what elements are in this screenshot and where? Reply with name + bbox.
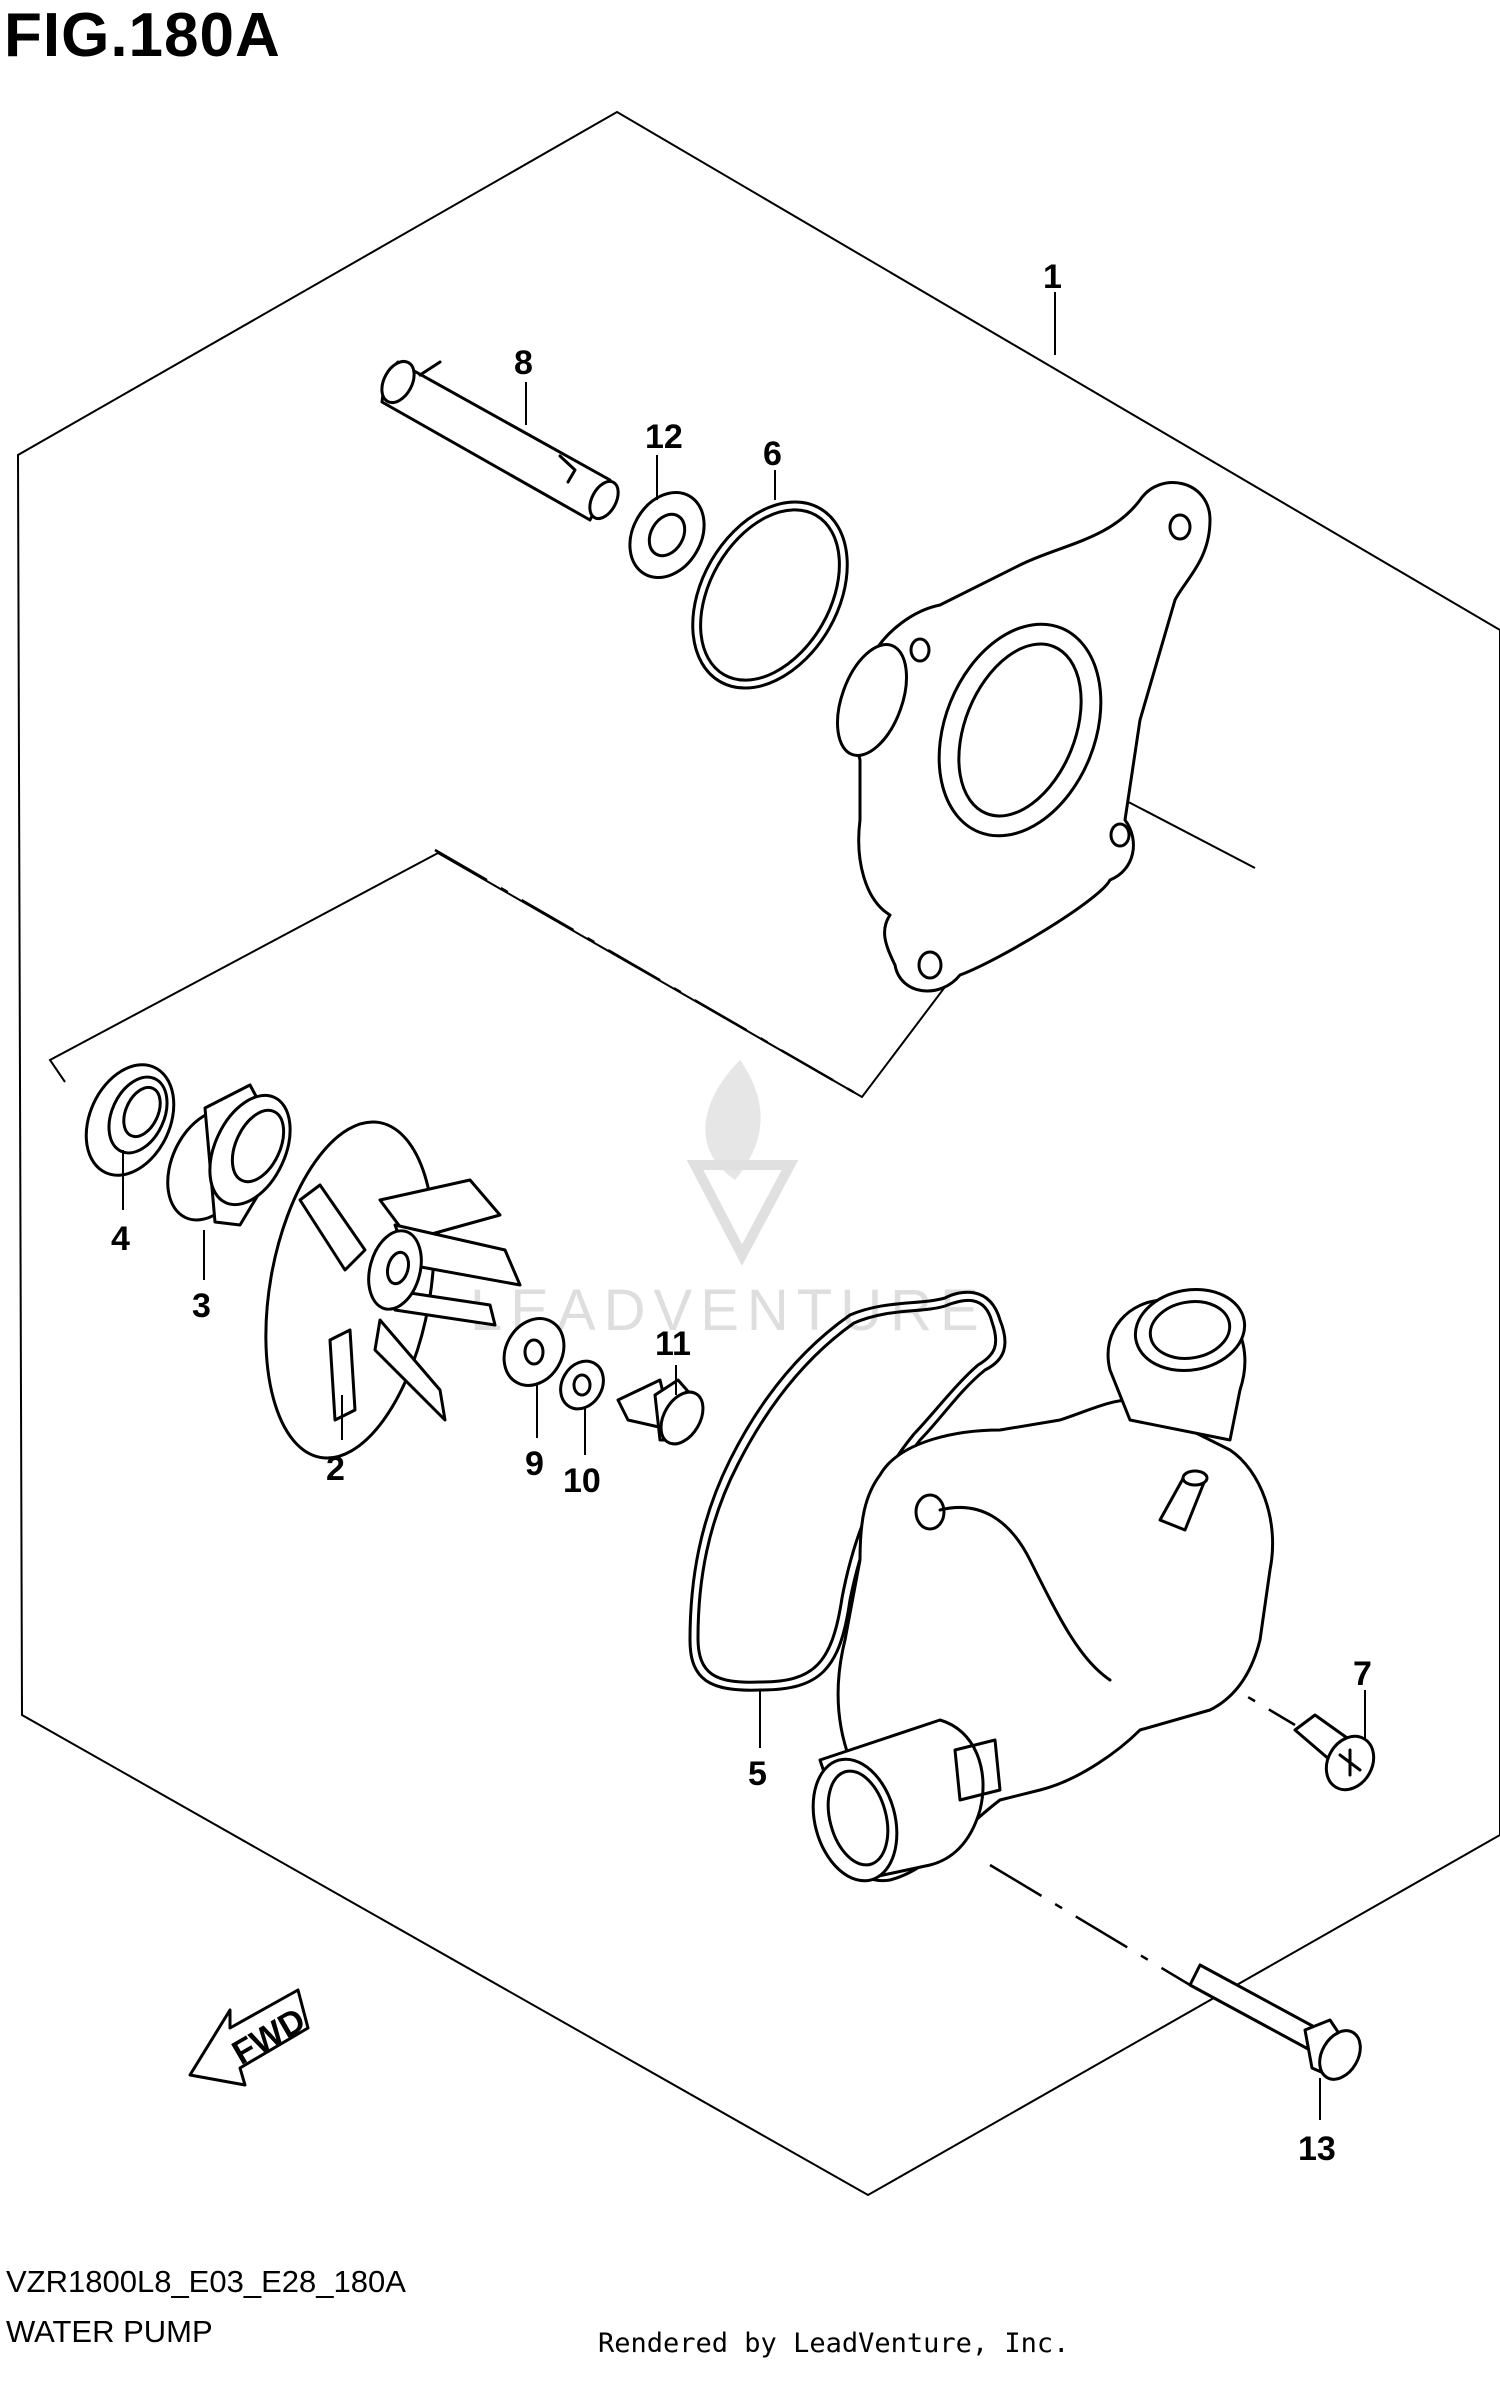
centerline-top	[434, 848, 863, 1099]
diagram-code: VZR1800L8_E03_E28_180A	[6, 2264, 406, 2299]
fwd-arrow: FWD	[188, 1988, 312, 2087]
callout-8: 8	[514, 344, 533, 382]
part-6-o-ring	[691, 500, 849, 690]
callout-4: 4	[111, 1220, 130, 1258]
pump-body	[811, 1287, 1275, 1883]
exploded-parts-diagram: LEADVENTURE	[16, 110, 1500, 2197]
assembly-frame-outer	[16, 110, 1500, 2197]
callout-1: 1	[1043, 258, 1062, 296]
callout-7: 7	[1353, 1655, 1372, 1693]
part-7-screw	[1293, 1713, 1376, 1792]
part-9-washer	[502, 1317, 566, 1387]
part-13-bolt	[1188, 1963, 1362, 2081]
callout-numbers: 1 2 3 4 5 6 7 8 9 10 11 12 13	[111, 258, 1372, 2168]
figure-title: FIG.180A	[4, 1, 281, 70]
section-name: WATER PUMP	[6, 2314, 213, 2349]
part-8-pump-shaft	[380, 359, 620, 522]
callout-13: 13	[1298, 2130, 1336, 2168]
callout-3: 3	[192, 1287, 211, 1325]
leader-lines	[122, 292, 1366, 2120]
watermark-logo: LEADVENTURE	[470, 1060, 979, 1343]
centerline-bolt-13	[989, 1863, 1191, 1987]
callout-6: 6	[763, 435, 782, 473]
part-12-washer	[628, 490, 706, 580]
part-2-impeller	[264, 1120, 522, 1460]
part-5-gasket	[688, 1290, 1007, 1692]
part-11-bolt	[616, 1378, 705, 1446]
callout-5: 5	[748, 1755, 767, 1793]
render-credit: Rendered by LeadVenture, Inc.	[598, 2328, 1070, 2359]
callout-12: 12	[645, 418, 683, 456]
callout-2: 2	[326, 1450, 345, 1488]
part-3-mechanical-seal	[166, 1083, 292, 1227]
callout-10: 10	[563, 1462, 601, 1500]
part-4-oil-seal	[84, 1063, 176, 1177]
part-10-washer	[559, 1359, 605, 1411]
callout-11: 11	[655, 1325, 691, 1363]
callout-9: 9	[525, 1445, 544, 1483]
part-1-pump-case	[836, 481, 1212, 993]
